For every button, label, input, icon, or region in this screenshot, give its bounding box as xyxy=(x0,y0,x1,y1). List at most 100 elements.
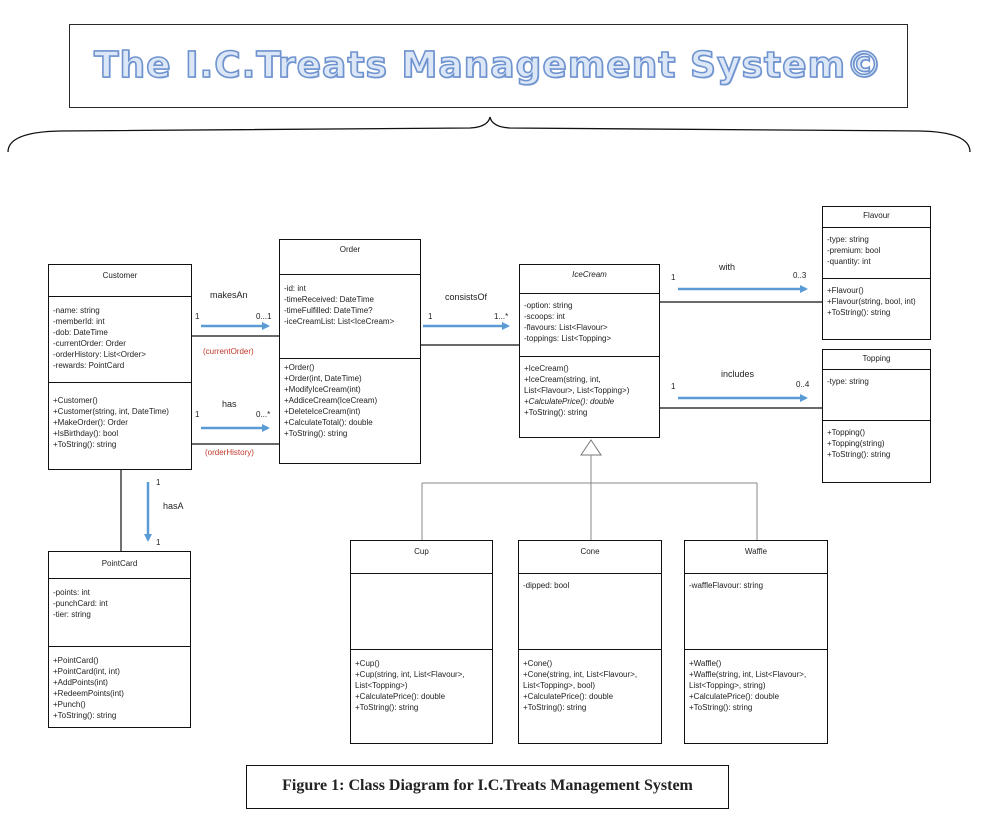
operation: List<Flavour>, List<Topping>) xyxy=(524,386,630,395)
operation: +CalculatePrice(): double xyxy=(523,692,614,701)
class-name: PointCard xyxy=(49,552,190,579)
class-name: Order xyxy=(280,240,420,275)
has-src-mult: 1 xyxy=(195,410,200,419)
operation: +AddPoints(int) xyxy=(53,678,108,687)
operation: +ToString(): string xyxy=(284,429,348,438)
has-label: has xyxy=(222,399,237,409)
class-cone: Cone -dipped: bool +Cone() +Cone(string,… xyxy=(518,540,662,744)
attribute: -points: int xyxy=(53,588,90,597)
attribute: -iceCreamList: List<IceCream> xyxy=(284,317,395,326)
operations: +PointCard() +PointCard(int, int) +AddPo… xyxy=(49,646,190,724)
operation: +ToString(): string xyxy=(355,703,419,712)
operation: +ToString(): string xyxy=(53,711,117,720)
makesAn-label: makesAn xyxy=(210,290,248,300)
attribute: -premium: bool xyxy=(827,246,881,255)
with-dst-mult: 0..3 xyxy=(793,271,807,280)
operation: +Order(int, DateTime) xyxy=(284,374,362,383)
operations: +Cup() +Cup(string, int, List<Flavour>, … xyxy=(351,649,492,716)
diagram-title: The I.C.Treats Management System© xyxy=(93,44,884,87)
operation: +Customer(string, int, DateTime) xyxy=(53,407,169,416)
class-name: Customer xyxy=(49,265,191,297)
operation: +DeleteIceCream(int) xyxy=(284,407,361,416)
makesAn-dst-mult: 0...1 xyxy=(256,312,272,321)
operations: +Customer() +Customer(string, int, DateT… xyxy=(49,382,191,453)
attributes: -type: string xyxy=(823,370,930,420)
operation: +ToString(): string xyxy=(53,440,117,449)
class-cup: Cup +Cup() +Cup(string, int, List<Flavou… xyxy=(350,540,493,744)
attribute: -orderHistory: List<Order> xyxy=(53,350,146,359)
includes-label: includes xyxy=(721,369,755,379)
operation: +ToString(): string xyxy=(689,703,753,712)
includes-dst-mult: 0..4 xyxy=(796,380,810,389)
operations: +Order() +Order(int, DateTime) +ModifyIc… xyxy=(280,358,420,442)
attribute: -id: int xyxy=(284,284,306,293)
operations: +Flavour() +Flavour(string, bool, int) +… xyxy=(823,278,930,321)
with-src-mult: 1 xyxy=(671,273,676,282)
attribute: -toppings: List<Topping> xyxy=(524,334,612,343)
class-icecream: IceCream -option: string -scoops: int -f… xyxy=(519,264,660,438)
operation: +CalculateTotal(): double xyxy=(284,418,373,427)
class-topping: Topping -type: string +Topping() +Toppin… xyxy=(822,349,931,483)
operations: +Cone() +Cone(string, int, List<Flavour>… xyxy=(519,649,661,716)
operation: +IceCream() xyxy=(524,364,569,373)
operation: +CalculatePrice(): double xyxy=(355,692,446,701)
attribute: -waffleFlavour: string xyxy=(689,581,764,590)
operation: +PointCard() xyxy=(53,656,99,665)
class-name: IceCream xyxy=(520,265,659,294)
operation: +Cup() xyxy=(355,659,380,668)
class-name: Topping xyxy=(823,350,930,370)
with-label: with xyxy=(719,262,736,272)
hasA-dst-mult: 1 xyxy=(156,538,161,547)
class-flavour: Flavour -type: string -premium: bool -qu… xyxy=(822,206,931,340)
operation: +Order() xyxy=(284,363,315,372)
attribute: -type: string xyxy=(827,235,869,244)
class-name: Cup xyxy=(351,541,492,574)
hasA-label: hasA xyxy=(163,501,184,511)
inheritance-triangle xyxy=(580,439,602,456)
operation: List<Topping>, string) xyxy=(689,681,766,690)
makesAn-src-mult: 1 xyxy=(195,312,200,321)
attributes xyxy=(351,574,492,649)
consistsOf-label: consistsOf xyxy=(445,292,488,302)
operation: +Cup(string, int, List<Flavour>, xyxy=(355,670,465,679)
operation: +RedeemPoints(int) xyxy=(53,689,124,698)
operation: +Punch() xyxy=(53,700,86,709)
has-role: (orderHistory) xyxy=(205,448,254,457)
operation: +Cone(string, int, List<Flavour>, xyxy=(523,670,638,679)
attributes: -option: string -scoops: int -flavours: … xyxy=(520,294,659,356)
attributes: -id: int -timeReceived: DateTime -timeFu… xyxy=(280,275,420,358)
figure-caption: Figure 1: Class Diagram for I.C.Treats M… xyxy=(246,765,729,809)
class-name: Cone xyxy=(519,541,661,574)
operation: +ToString(): string xyxy=(523,703,587,712)
class-order: Order -id: int -timeReceived: DateTime -… xyxy=(279,239,421,464)
attribute: -dob: DateTime xyxy=(53,328,108,337)
operation: +Topping(string) xyxy=(827,439,885,448)
operation: +MakeOrder(): Order xyxy=(53,418,128,427)
makesAn-role: (currentOrder) xyxy=(203,347,254,356)
attribute: -option: string xyxy=(524,301,573,310)
attribute: -punchCard: int xyxy=(53,599,108,608)
operation: +CalculatePrice(): double xyxy=(524,397,615,406)
attribute: -scoops: int xyxy=(524,312,565,321)
attributes: -name: string -memberId: int -dob: DateT… xyxy=(49,297,191,382)
includes-src-mult: 1 xyxy=(671,382,676,391)
operation: +Waffle() xyxy=(689,659,722,668)
operation: +ToString(): string xyxy=(827,450,891,459)
attribute: -flavours: List<Flavour> xyxy=(524,323,608,332)
operations: +Waffle() +Waffle(string, int, List<Flav… xyxy=(685,649,827,716)
operation: +Flavour() xyxy=(827,286,864,295)
attribute: -name: string xyxy=(53,306,100,315)
class-pointcard: PointCard -points: int -punchCard: int -… xyxy=(48,551,191,728)
attribute: -quantity: int xyxy=(827,257,871,266)
curly-brace xyxy=(7,116,971,153)
class-name: Flavour xyxy=(823,207,930,228)
class-waffle: Waffle -waffleFlavour: string +Waffle() … xyxy=(684,540,828,744)
operation: +Waffle(string, int, List<Flavour>, xyxy=(689,670,807,679)
attribute: -type: string xyxy=(827,377,869,386)
operation: +Flavour(string, bool, int) xyxy=(827,297,916,306)
attribute: -tier: string xyxy=(53,610,91,619)
operation: List<Topping>, bool) xyxy=(523,681,596,690)
attribute: -timeReceived: DateTime xyxy=(284,295,374,304)
operation: +ModifyIceCream(int) xyxy=(284,385,361,394)
operations: +IceCream() +IceCream(string, int, List<… xyxy=(520,356,659,421)
